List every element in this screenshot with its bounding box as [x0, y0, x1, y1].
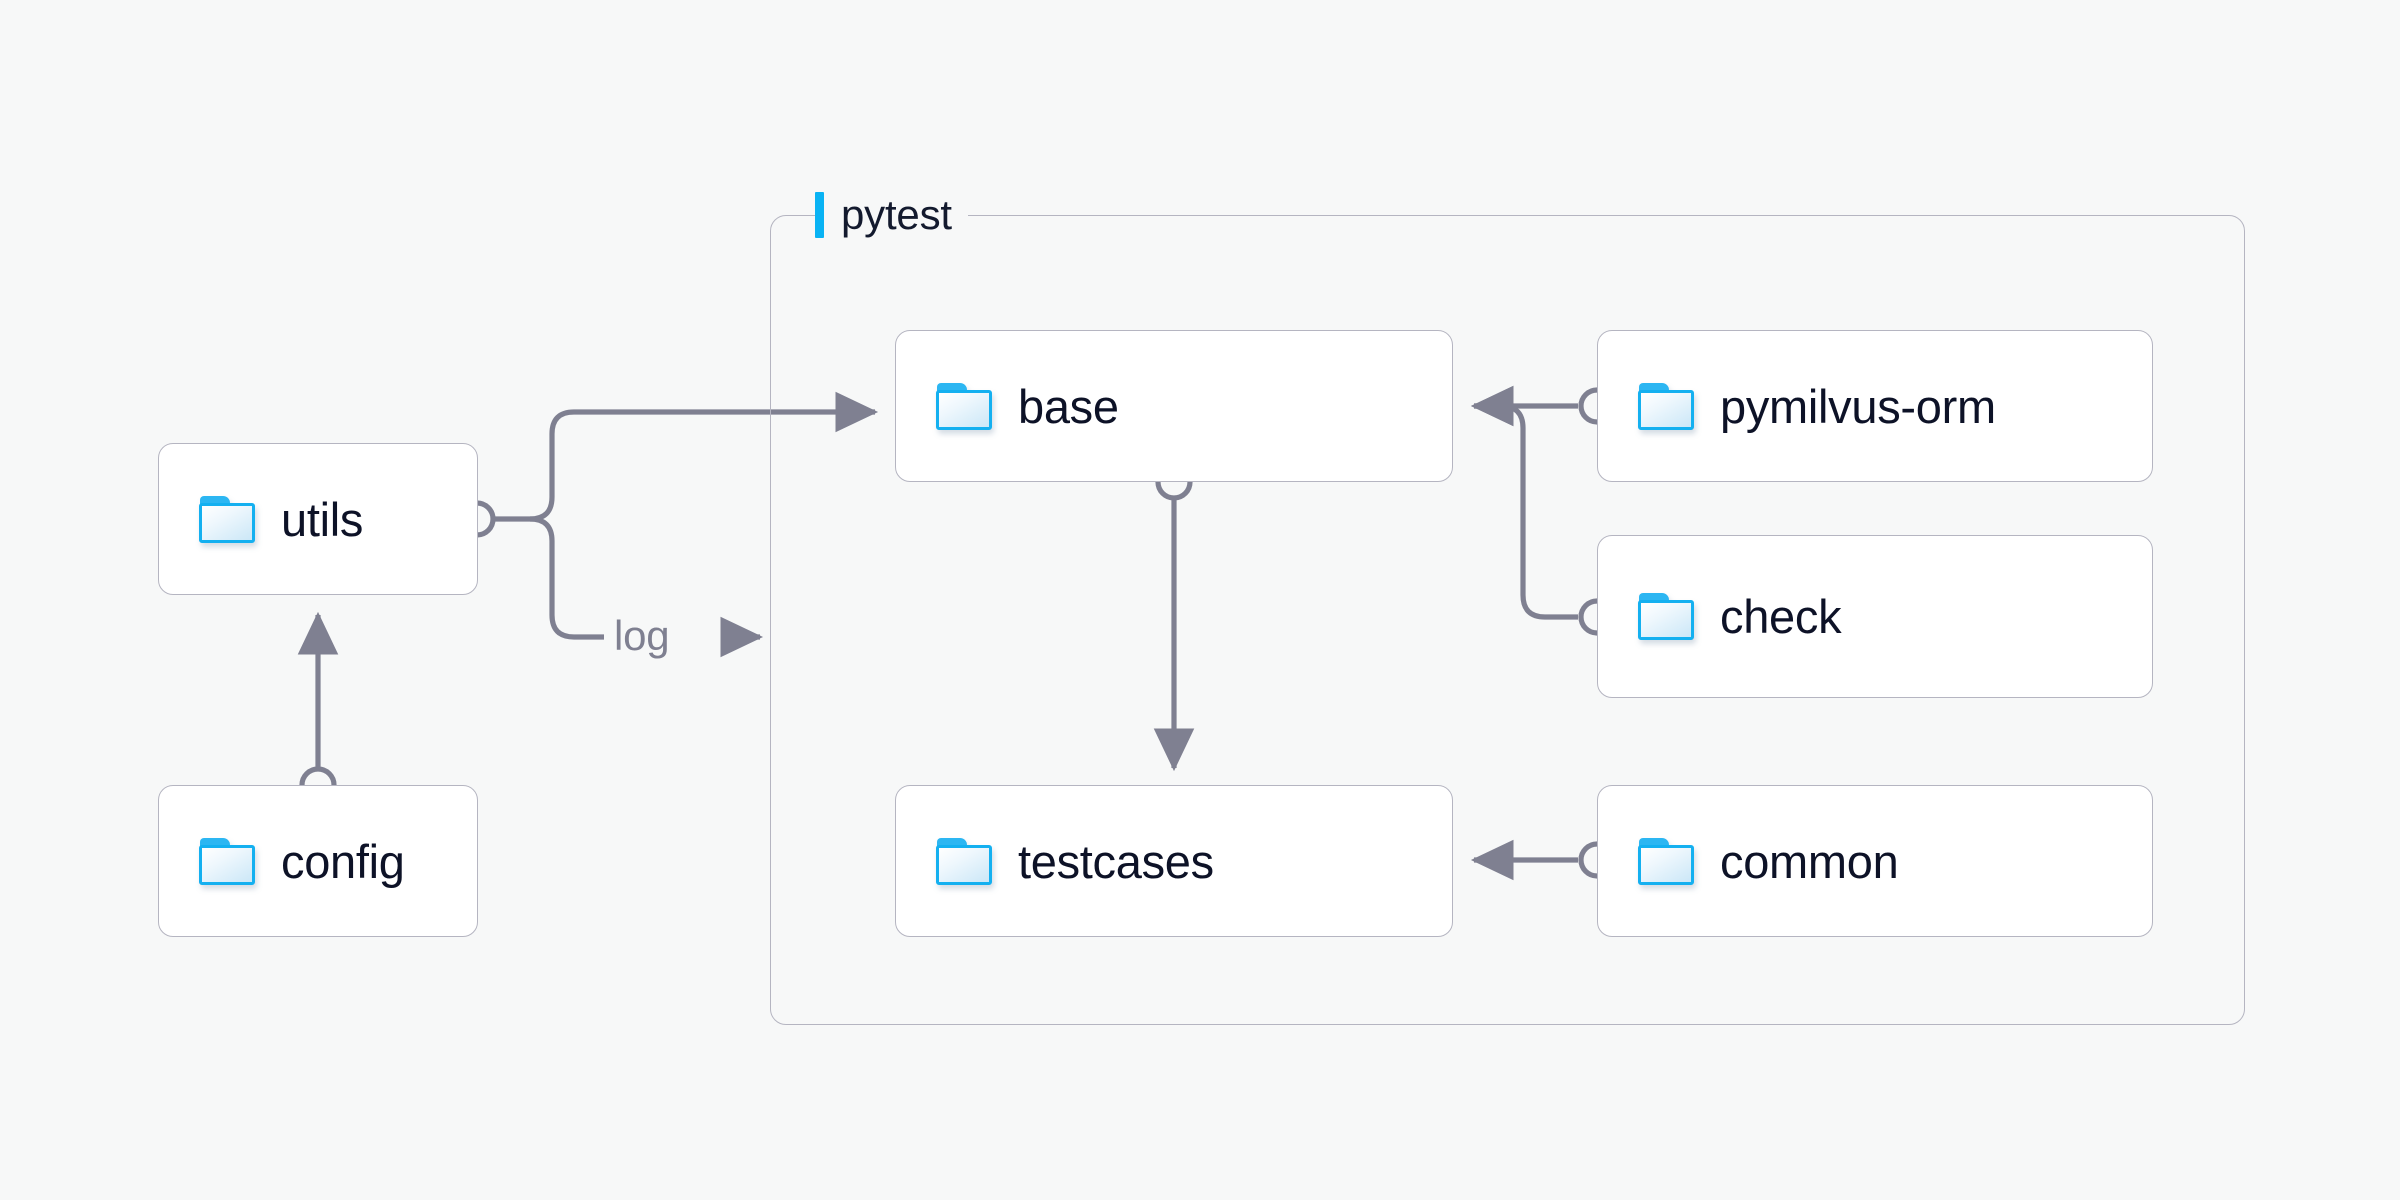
folder-icon [1638, 593, 1694, 640]
node-testcases-label: testcases [1018, 834, 1214, 888]
node-base[interactable]: base [895, 330, 1453, 482]
folder-icon [199, 495, 255, 543]
node-config[interactable]: config [158, 785, 478, 937]
node-utils[interactable]: utils [158, 443, 478, 595]
node-config-label: config [281, 834, 405, 888]
folder-icon [1638, 382, 1694, 430]
edge-utils-to-log [529, 516, 620, 640]
group-pytest-title: pytest [815, 187, 968, 243]
node-common[interactable]: common [1597, 785, 2153, 937]
node-base-label: base [1018, 379, 1119, 433]
node-utils-label: utils [281, 492, 364, 546]
node-pymilvus-orm[interactable]: pymilvus-orm [1597, 330, 2153, 482]
edge-label-log: log [604, 612, 680, 660]
edge-check-to-base [1470, 385, 1578, 620]
folder-icon [1638, 837, 1694, 885]
edge-utils-to-base [529, 391, 879, 522]
group-pytest-label: pytest [841, 191, 952, 238]
folder-icon [936, 382, 992, 430]
folder-icon [936, 837, 992, 885]
node-check-label: check [1720, 590, 1842, 643]
group-pytest[interactable] [770, 215, 2245, 1025]
node-testcases[interactable]: testcases [895, 785, 1453, 937]
folder-icon [199, 837, 255, 885]
node-pymilvus-orm-label: pymilvus-orm [1720, 379, 1996, 433]
node-check[interactable]: check [1597, 535, 2153, 698]
accent-bar-icon [815, 192, 824, 238]
node-common-label: common [1720, 834, 1899, 888]
